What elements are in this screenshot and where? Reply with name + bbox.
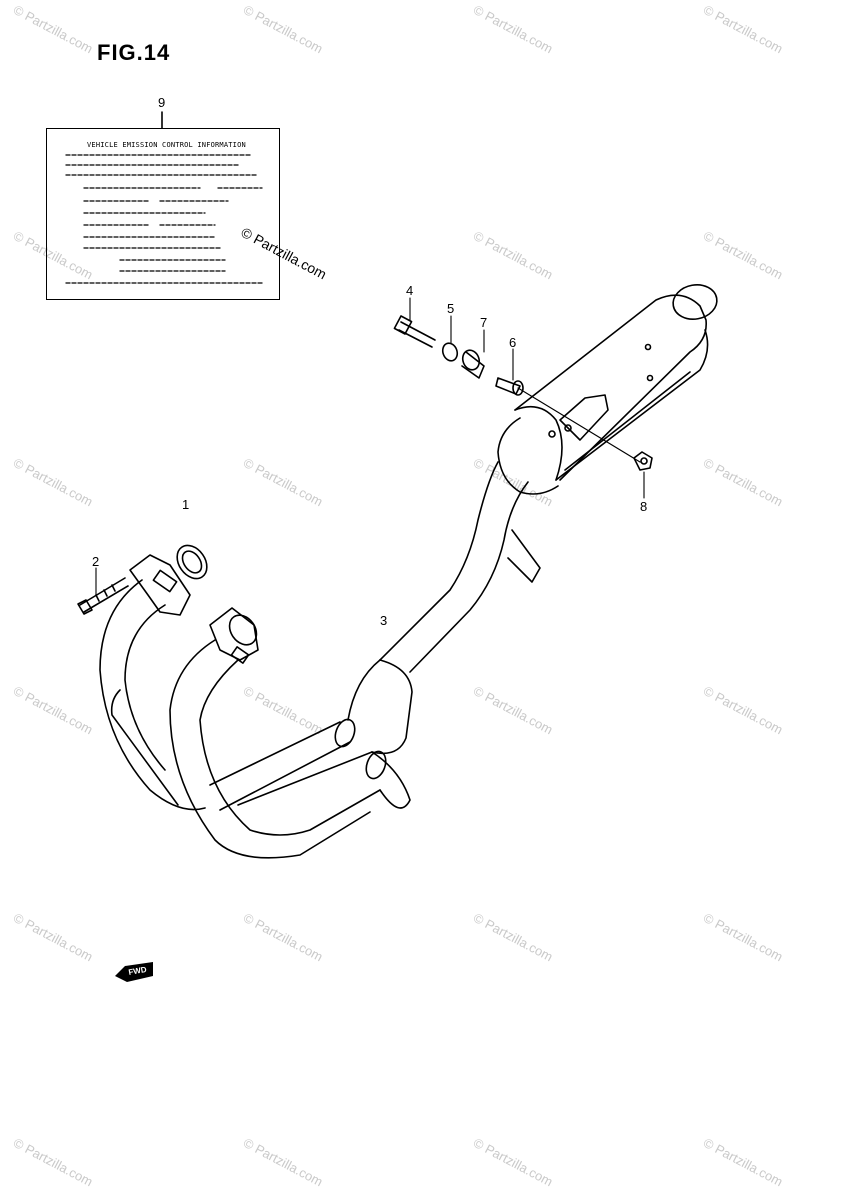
figure-title: FIG.14 xyxy=(97,40,171,65)
callout-1: 1 xyxy=(182,497,190,512)
muffler xyxy=(497,284,718,583)
rubber-bushing xyxy=(461,349,485,379)
collar xyxy=(495,377,524,396)
flange-bolt xyxy=(77,577,129,615)
callout-5: 5 xyxy=(447,301,455,316)
callout-6: 6 xyxy=(509,335,517,350)
callout-7: 7 xyxy=(480,315,488,330)
callout-4: 4 xyxy=(406,283,414,298)
fwd-text: FWD xyxy=(128,965,148,977)
callout-9: 9 xyxy=(158,95,166,110)
callout-2: 2 xyxy=(92,554,100,569)
emission-label-heading: VEHICLE EMISSION CONTROL INFORMATION xyxy=(87,141,246,149)
callout-8: 8 xyxy=(640,499,648,514)
header-flanges xyxy=(129,544,259,664)
mounting-nut xyxy=(633,451,653,471)
forward-direction-marker: FWD xyxy=(113,960,155,986)
emission-label-text-lines xyxy=(65,154,263,284)
arrow-left-icon: FWD xyxy=(115,962,153,982)
emission-label-card: VEHICLE EMISSION CONTROL INFORMATION xyxy=(46,128,280,300)
exhaust-headers xyxy=(99,579,411,859)
callout-3: 3 xyxy=(380,613,388,628)
mounting-bolt xyxy=(393,315,436,348)
leader-lines xyxy=(95,297,645,597)
connector-pipe xyxy=(347,461,529,755)
washer xyxy=(441,342,459,362)
